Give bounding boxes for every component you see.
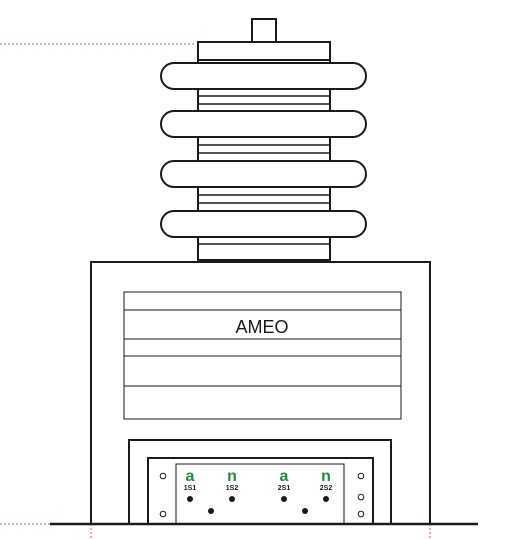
- terminal-1s2: n 1S2: [226, 468, 239, 502]
- terminal-letter: a: [280, 468, 289, 485]
- insulator-shed-2: [160, 110, 367, 138]
- insulator-shed-4: [160, 210, 367, 238]
- terminal-code: 1S2: [226, 485, 239, 492]
- screw: [357, 510, 365, 518]
- terminal-1s1: a 1S1: [184, 468, 197, 502]
- insulator-cap: [197, 41, 331, 61]
- terminal-dot: [187, 496, 193, 502]
- top-terminal-stud: [251, 18, 277, 43]
- terminal-letter: a: [186, 468, 195, 485]
- terminal-dot: [229, 496, 235, 502]
- terminal-letter: n: [227, 468, 237, 485]
- terminal-letter: n: [321, 468, 331, 485]
- terminal-dot: [281, 496, 287, 502]
- screw: [357, 472, 365, 480]
- terminal-code: 1S1: [184, 485, 197, 492]
- screw: [357, 493, 365, 501]
- screw: [159, 510, 167, 518]
- terminal-code: 2S1: [278, 485, 291, 492]
- terminal-dot: [208, 508, 214, 514]
- terminal-2s2: n 2S2: [320, 468, 333, 502]
- terminal-code: 2S2: [320, 485, 333, 492]
- terminal-dot: [323, 496, 329, 502]
- terminal-2s1: a 2S1: [278, 468, 291, 502]
- screw: [159, 472, 167, 480]
- insulator-shed-3: [160, 160, 367, 188]
- terminal-dot: [302, 508, 308, 514]
- insulator-shed-1: [160, 62, 367, 90]
- nameplate-brand: AMEO: [235, 317, 288, 337]
- terminal-board: [175, 463, 345, 525]
